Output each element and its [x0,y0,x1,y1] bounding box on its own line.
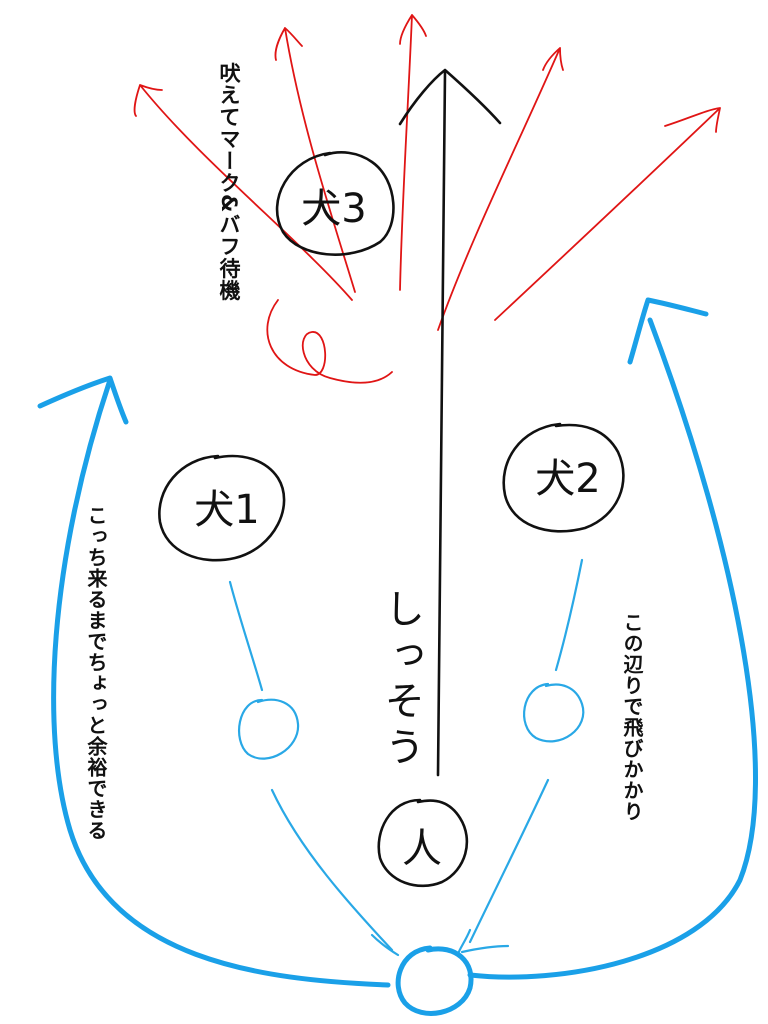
dog1-label: 犬1 [194,487,259,533]
person-circle [377,798,469,888]
left-big-arrow [51,377,391,988]
red-arrow-group [133,14,721,384]
right-big-arrow-head [627,297,709,365]
node-dog1: 犬1 [158,454,286,562]
note-time-margin: こっち来るまでちょっと余裕できる [84,505,108,841]
right-big-arrow [467,317,758,980]
left-to-bottom-path [270,788,394,952]
leash-arrow-head [398,68,502,126]
dog1-circle [158,454,286,562]
dog2-circle [502,422,625,533]
left-mid-circle [238,698,300,760]
red-arrow-center [399,14,427,291]
left-big-arrow-head [37,375,129,425]
blue-thick-paths [37,297,758,1016]
leash-arrow-shaft [436,70,447,777]
dog1-down-path [228,580,264,692]
bottom-target-circle [395,945,474,1016]
red-arrow-far-right [494,107,721,321]
node-dog3: 犬3 [275,151,395,256]
dog2-label: 犬2 [535,456,600,502]
red-arrow-right [437,47,564,331]
person-label: 人 [402,826,442,872]
note-bark-mark-buff: 吠えてマーク&バフ待機 [217,62,241,302]
note-leash-sprint: しっそう [378,588,424,772]
red-curl [266,299,393,384]
red-arrow-left [274,27,356,293]
red-arrow-far-left [133,84,353,301]
note-jump-point: この辺りで飛びかかり [620,612,644,822]
leash-arrow [398,68,502,777]
dog3-circle [275,151,395,256]
right-mid-circle [523,682,585,743]
bottom-arrowhead-right [456,928,510,956]
dog3-label: 犬3 [301,186,366,232]
node-dog2: 犬2 [502,422,625,533]
blue-paths [228,558,585,957]
right-to-bottom-path [468,778,550,944]
node-person: 人 [377,798,469,888]
dog2-down-path [554,558,584,672]
bottom-arrowhead-left [370,933,400,957]
